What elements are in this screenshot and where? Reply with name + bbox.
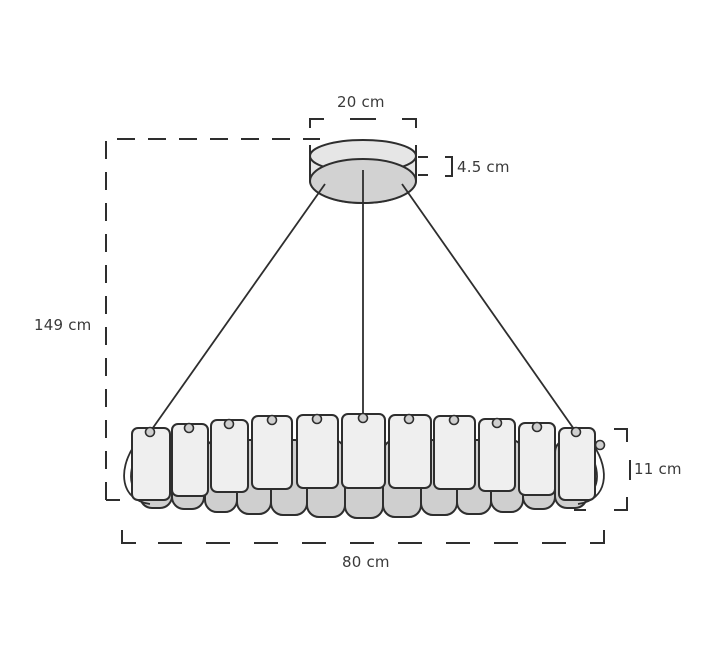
side-knob-right	[594, 439, 606, 451]
cable-left	[149, 183, 326, 433]
overall-height-dimension	[105, 138, 320, 500]
canopy-height-label: 4.5 cm	[457, 158, 510, 176]
canopy-diameter-label: 20 cm	[337, 93, 385, 111]
canopy	[309, 139, 417, 204]
ring-height-label: 11 cm	[634, 460, 682, 478]
cable-right	[401, 183, 577, 433]
front-tiles	[131, 413, 596, 501]
overall-height-label: 149 cm	[34, 316, 92, 334]
canopy-height-dimension	[418, 156, 453, 177]
tile-knobs	[144, 412, 582, 438]
ring-height-dimension	[574, 428, 631, 511]
ring-diameter-label: 80 cm	[342, 553, 390, 571]
ring-width-dimension	[121, 530, 605, 544]
suspension-cables	[149, 170, 577, 433]
